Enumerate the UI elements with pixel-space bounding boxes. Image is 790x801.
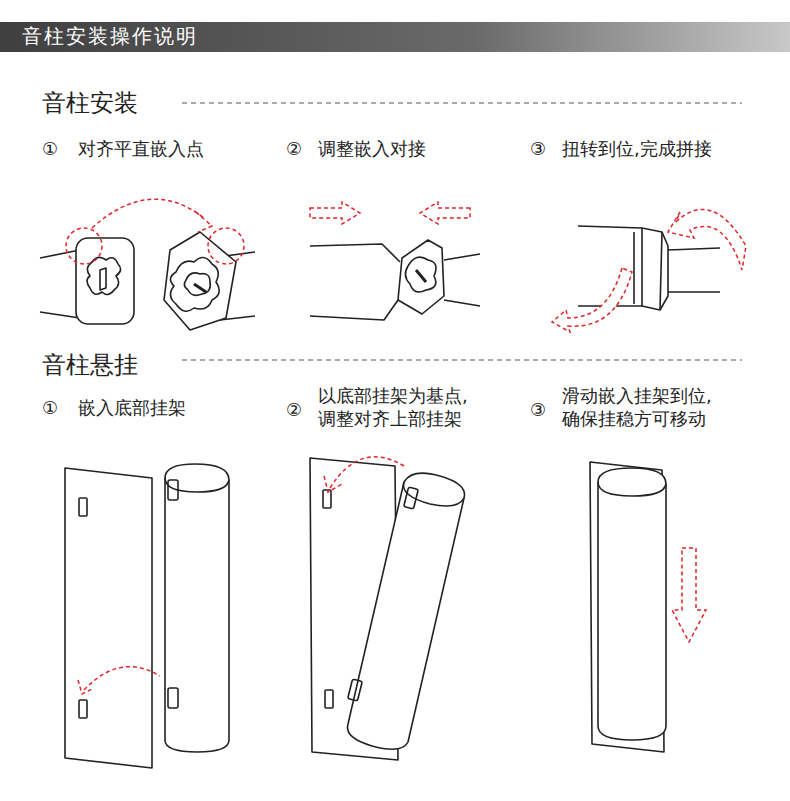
page-title: 音柱安装操作说明 (22, 23, 198, 50)
section-rule (182, 360, 742, 361)
column-joint (310, 240, 480, 320)
step-text: 扭转到位,完成拼接 (562, 137, 712, 160)
wall-plate-and-speaker (310, 458, 465, 760)
wall-plate-and-speaker (590, 462, 666, 752)
step-number: ② (286, 137, 302, 160)
step-text: 以底部挂架为基点, 调整对齐上部挂架 (318, 384, 494, 431)
step-number: ③ (530, 398, 546, 421)
title-band (0, 22, 790, 52)
step-number: ① (42, 396, 58, 419)
section-heading: 音柱安装 (42, 88, 138, 119)
step-text: 对齐平直嵌入点 (78, 137, 204, 160)
step-text: 嵌入底部挂架 (78, 396, 186, 419)
section-heading: 音柱悬挂 (42, 350, 138, 381)
motion-arrow (66, 199, 746, 694)
step-text: 调整嵌入对接 (318, 137, 426, 160)
column-ends (40, 232, 255, 330)
step-number: ③ (530, 137, 546, 160)
step-text: 滑动嵌入挂架到位, 确保挂稳方可移动 (562, 384, 738, 431)
step-number: ② (286, 398, 302, 421)
section-rule (182, 103, 742, 104)
wall-plate-and-speaker (65, 464, 229, 768)
joined-column (578, 226, 720, 310)
step-number: ① (42, 137, 58, 160)
